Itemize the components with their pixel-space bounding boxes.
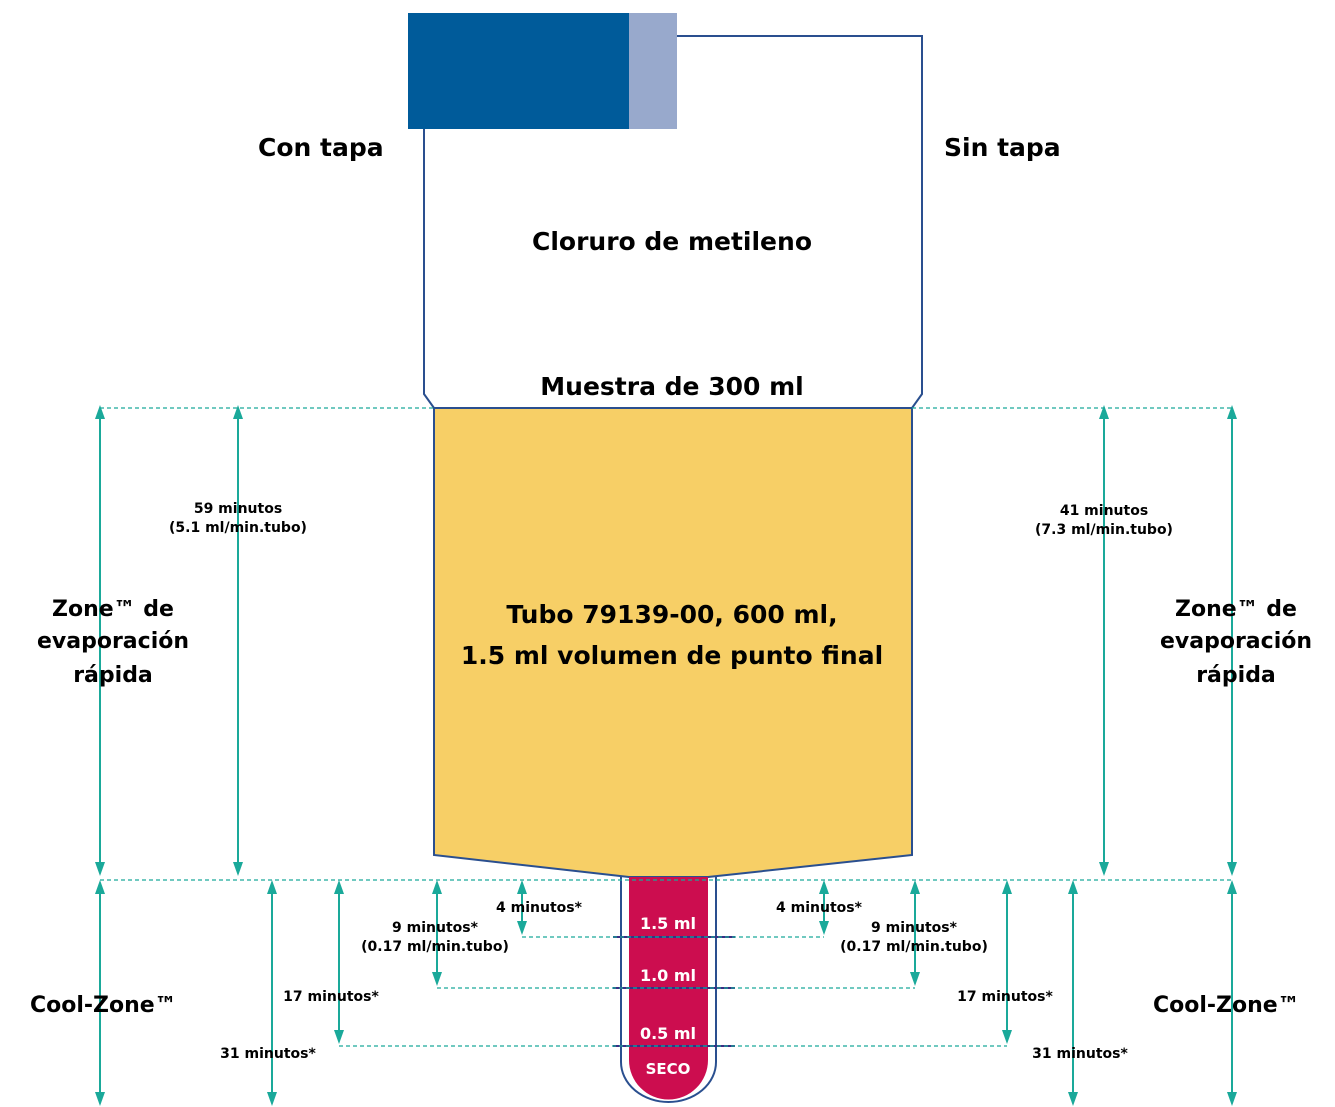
label-left-9-min: 9 minutos* bbox=[392, 920, 479, 936]
label-con-tapa: Con tapa bbox=[258, 133, 384, 162]
label-right-fast-time: 41 minutos bbox=[1060, 503, 1148, 519]
label-left-fast-rate: (5.1 ml/min.tubo) bbox=[169, 520, 307, 536]
arrow-9-min-left bbox=[517, 880, 527, 935]
label-left-9-rate: (0.17 ml/min.tubo) bbox=[361, 939, 509, 955]
label-right-17-min: 17 minutos* bbox=[957, 989, 1053, 1005]
arrow-31-min-left bbox=[334, 880, 344, 1044]
label-mark-1-5: 1.5 ml bbox=[640, 914, 696, 933]
label-cool-zone-left: Cool-Zone™ bbox=[30, 993, 177, 1018]
cap-dark bbox=[408, 13, 629, 129]
label-left-fast-time: 59 minutos bbox=[194, 501, 282, 517]
label-cool-zone-right: Cool-Zone™ bbox=[1153, 993, 1300, 1018]
label-right-4-min: 4 minutos* bbox=[776, 900, 863, 916]
label-mark-1-0: 1.0 ml bbox=[640, 966, 696, 985]
arrow-fast-zone-left bbox=[95, 405, 105, 876]
label-right-9-rate: (0.17 ml/min.tubo) bbox=[840, 939, 988, 955]
label-fast-zone-right-2: evaporación bbox=[1160, 629, 1312, 654]
arrow-9-min-right bbox=[819, 880, 829, 935]
label-fast-zone-left-2: evaporación bbox=[37, 629, 189, 654]
label-left-31-min: 31 minutos* bbox=[220, 1046, 316, 1062]
label-fast-zone-left-3: rápida bbox=[73, 663, 153, 688]
label-solvent: Cloruro de metileno bbox=[532, 227, 812, 256]
arrow-31-min-right bbox=[1002, 880, 1012, 1044]
cap-light bbox=[629, 13, 677, 129]
arrow-cool-zone-right-2 bbox=[1068, 880, 1078, 1106]
label-fast-zone-left-1: Zone™ de bbox=[52, 597, 174, 622]
label-tube-line1: Tubo 79139-00, 600 ml, bbox=[506, 600, 837, 629]
arrow-17-min-left bbox=[432, 880, 442, 986]
label-right-31-min: 31 minutos* bbox=[1032, 1046, 1128, 1062]
label-sample: Muestra de 300 ml bbox=[540, 372, 803, 401]
label-tube-line2: 1.5 ml volumen de punto final bbox=[461, 641, 883, 670]
arrow-cool-zone-right bbox=[1227, 880, 1237, 1106]
label-fast-zone-right-3: rápida bbox=[1196, 663, 1276, 688]
label-fast-zone-right-1: Zone™ de bbox=[1175, 597, 1297, 622]
arrow-fast-zone-right bbox=[1227, 405, 1237, 876]
arrow-17-min-right bbox=[910, 880, 920, 986]
arrow-cool-zone-left-2 bbox=[267, 880, 277, 1106]
label-sin-tapa: Sin tapa bbox=[944, 133, 1061, 162]
label-right-9-min: 9 minutos* bbox=[871, 920, 958, 936]
label-right-fast-rate: (7.3 ml/min.tubo) bbox=[1035, 522, 1173, 538]
label-left-4-min: 4 minutos* bbox=[496, 900, 583, 916]
arrow-cool-zone-left bbox=[95, 880, 105, 1106]
tube-stem-outline bbox=[620, 877, 717, 1103]
arrow-41-min bbox=[1099, 405, 1109, 876]
arrow-59-min bbox=[233, 405, 243, 876]
label-dry: SECO bbox=[646, 1060, 691, 1078]
label-mark-0-5: 0.5 ml bbox=[640, 1024, 696, 1043]
label-left-17-min: 17 minutos* bbox=[283, 989, 379, 1005]
